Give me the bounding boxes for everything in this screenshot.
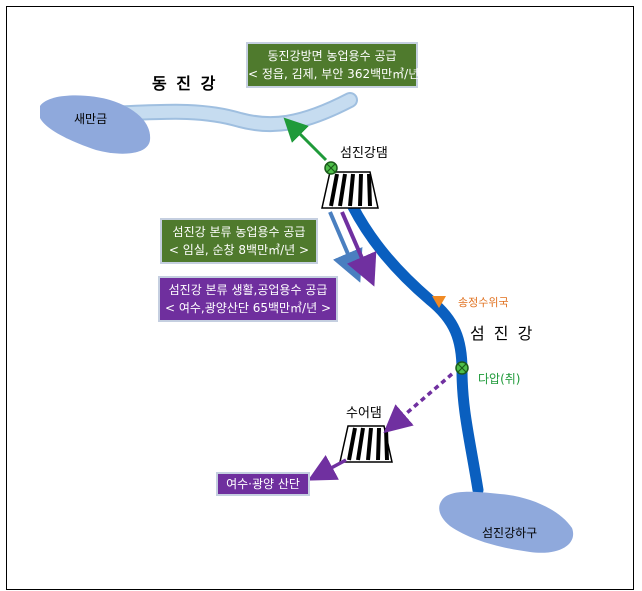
main-agri-detail: < 임실, 순창 8백만㎥/년 >	[168, 243, 310, 257]
dongjin-supply-detail: < 정읍, 김제, 부안 362백만㎥/년 >	[248, 67, 434, 81]
main-agri-arrow	[328, 211, 363, 283]
seomjin-estuary-label: 섬진강하구	[482, 526, 538, 540]
daap-to-sueo-arrow	[383, 372, 454, 434]
sueo-dam-icon	[339, 425, 393, 463]
main-agri-title: 섬진강 본류 농업용수 공급	[172, 225, 306, 239]
seomjin-river-label: 섬 진 강	[470, 324, 535, 343]
dongjin-supply-arrow	[283, 117, 328, 162]
main-domestic-title: 섬진강 본류 생활,공업용수 공급	[168, 283, 328, 297]
seomjin-dam-label: 섬진강댐	[340, 146, 388, 161]
seomjin-river	[346, 199, 484, 496]
main-domestic-arrow	[340, 211, 377, 287]
dongjin-supply-title: 동진강방면 농업용수 공급	[267, 49, 397, 63]
main-domestic-box: 섬진강 본류 생활,공업용수 공급 < 여수,광양산단 65백만㎥/년 >	[158, 276, 338, 322]
dongjin-river-label: 동 진 강	[152, 74, 218, 93]
daap-label: 다압(취)	[478, 372, 521, 386]
yeosu-title: 여수·광양 산단	[226, 477, 300, 491]
sueo-to-yeosu-arrow	[307, 455, 347, 481]
yeosu-box: 여수·광양 산단	[216, 472, 310, 496]
dongjin-supply-box: 동진강방면 농업용수 공급 < 정읍, 김제, 부안 362백만㎥/년 >	[246, 42, 434, 88]
songjeong-label: 송정수위국	[458, 296, 509, 309]
seomjin-estuary-lake	[439, 491, 574, 553]
saemangeum-label: 새만금	[74, 112, 108, 126]
songjeong-gauge-icon	[432, 296, 446, 308]
diagram-frame	[6, 6, 634, 590]
saemangeum-lake	[40, 95, 151, 154]
seomjin-dam-icon	[321, 171, 379, 209]
seomjin-dam-intake-icon	[324, 161, 338, 175]
main-agri-box: 섬진강 본류 농업용수 공급 < 임실, 순창 8백만㎥/년 >	[160, 218, 318, 264]
sueo-dam-label: 수어댐	[346, 406, 382, 421]
main-domestic-detail: < 여수,광양산단 65백만㎥/년 >	[164, 301, 332, 315]
daap-intake-icon	[455, 361, 469, 375]
